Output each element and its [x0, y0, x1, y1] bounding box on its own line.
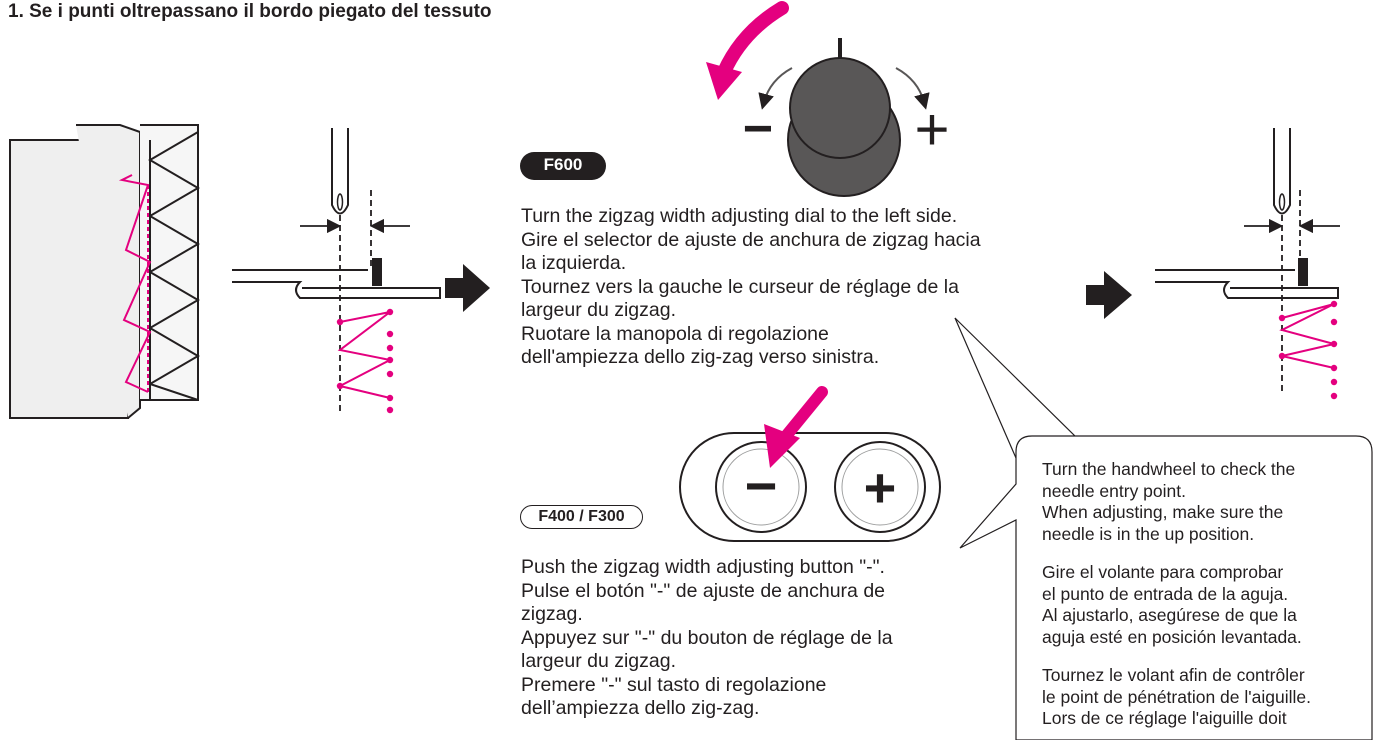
instruction-line: Gire el selector de ajuste de anchura de… [521, 228, 981, 251]
dial-plus-label: + [914, 96, 949, 163]
instruction-line: dell’ampiezza dello zig-zag. [521, 697, 760, 719]
model-badge-f400-f300: F400 / F300 [520, 505, 643, 529]
page-title: 1. Se i punti oltrepassano il bordo pieg… [8, 1, 492, 22]
f600-instructions: Turn the zigzag width adjusting dial to … [521, 205, 1061, 370]
instruction-line: Appuyez sur "-" du bouton de réglage de … [521, 626, 893, 649]
instruction-line: la izquierda. [521, 252, 627, 274]
callout-line-fr: Lors de ce réglage l'aiguille doit [1042, 708, 1287, 728]
callout-line-fr: le point de pénétration de l'aiguille. [1042, 686, 1311, 707]
instruction-line: Turn the zigzag width adjusting dial to … [521, 205, 958, 227]
instruction-line: dell'ampiezza dello zig-zag verso sinist… [521, 346, 880, 368]
instruction-line: zigzag. [521, 603, 583, 625]
callout-line-es: aguja esté en posición levantada. [1042, 626, 1302, 647]
zigzag-button-illustration: − + [679, 386, 941, 542]
needle-diagram-after [1155, 128, 1340, 400]
button-plus-label: + [864, 456, 897, 519]
callout-line-en: needle is in the up position. [1042, 523, 1255, 544]
callout-line-en: Turn the handwheel to check the [1042, 459, 1296, 479]
callout-line-es: el punto de entrada de la aguja. [1042, 583, 1289, 604]
instruction-line: largeur du zigzag. [521, 650, 677, 672]
instruction-line: Pulse el botón "-" de ajuste de anchura … [521, 579, 886, 602]
callout-line-es: Al ajustarlo, asegúrese de que la [1042, 605, 1297, 625]
needle-diagram-before [232, 128, 441, 414]
callout-line-es: Gire el volante para comprobar [1042, 562, 1284, 582]
instruction-line: Ruotare la manopola di regolazione [521, 322, 829, 345]
model-badge-f600: F600 [520, 152, 606, 180]
fabric-fold-illustration [9, 124, 200, 419]
next-arrow-icon [445, 264, 490, 312]
f400-instructions: Push the zigzag width adjusting button "… [521, 556, 981, 721]
dial-minus-label: − [743, 100, 773, 158]
next-arrow-icon [1086, 271, 1132, 319]
instruction-line: Premere "-" sul tasto di regolazione [521, 673, 827, 696]
instruction-line: Push the zigzag width adjusting button "… [521, 556, 885, 578]
zigzag-dial-illustration: − + [706, 1, 950, 197]
callout-line-en: When adjusting, make sure the [1042, 502, 1284, 522]
handwheel-callout-text: Turn the handwheel to check the needle e… [1042, 459, 1374, 730]
callout-bubble [954, 317, 1373, 740]
callout-line-fr: Tournez le volant afin de contrôler [1042, 665, 1305, 685]
instruction-line: largeur du zigzag. [521, 299, 677, 321]
callout-line-en: needle entry point. [1042, 480, 1186, 501]
instruction-line: Tournez vers la gauche le curseur de rég… [521, 275, 959, 298]
